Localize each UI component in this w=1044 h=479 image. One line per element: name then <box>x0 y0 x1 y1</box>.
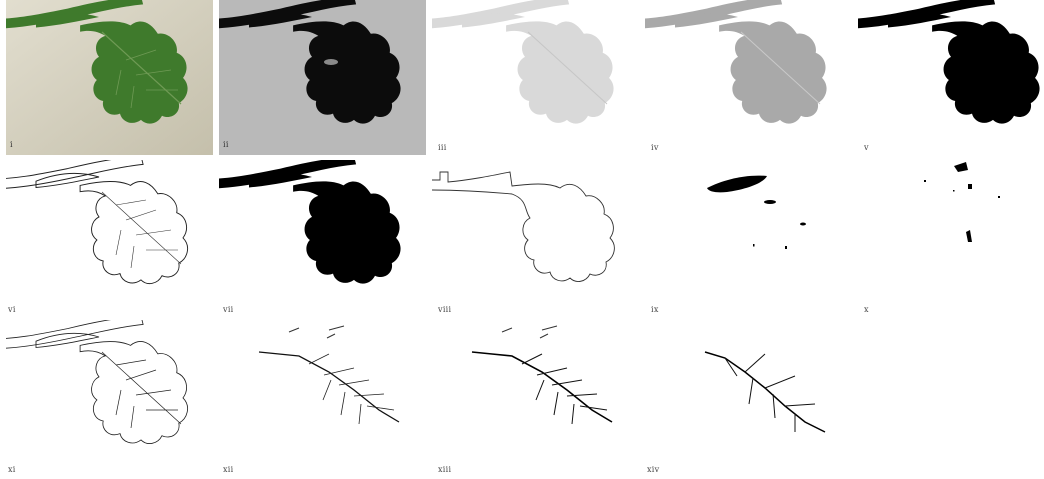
panel-vi-edges: vi <box>6 160 213 315</box>
panel-xiii-veins: xiii <box>432 320 639 475</box>
panel-iii-channel: iii <box>432 0 639 155</box>
panel-label: iv <box>651 143 659 152</box>
panel-v-binary: v <box>858 0 1044 155</box>
panel-label: ix <box>651 305 659 314</box>
skeleton-image <box>645 320 852 475</box>
panel-xii-veins: xii <box>219 320 426 475</box>
panel-label: vi <box>8 305 16 314</box>
panel-label: iii <box>438 143 447 152</box>
contour-image <box>432 160 639 315</box>
spots-image <box>858 160 1044 315</box>
panel-label: xii <box>223 465 234 474</box>
panel-i-original-photo: i <box>6 0 213 155</box>
veins-image <box>432 320 639 475</box>
edge-image <box>6 320 213 475</box>
panel-ix-spots: ix <box>645 160 852 315</box>
panel-x-spots: x <box>858 160 1044 315</box>
panel-label: viii <box>438 305 451 314</box>
panel-label: v <box>864 143 869 152</box>
panel-label: i <box>10 140 13 149</box>
panel-xi-edges-veins: xi <box>6 320 213 475</box>
filled-mask-image <box>219 160 426 315</box>
panel-ii-grayscale: ii <box>219 0 426 155</box>
veins-image <box>219 320 426 475</box>
panel-xiv-skeleton: xiv <box>645 320 852 475</box>
panel-viii-contour: viii <box>432 160 639 315</box>
panel-vii-filled: vii <box>219 160 426 315</box>
channel-image <box>645 0 852 155</box>
panel-label: xi <box>8 465 16 474</box>
grayscale-image <box>219 0 426 155</box>
panel-iv-channel: iv <box>645 0 852 155</box>
panel-label: xiii <box>438 465 451 474</box>
panel-label: ii <box>223 140 229 149</box>
panel-label: xiv <box>647 465 660 474</box>
edge-image <box>6 160 213 315</box>
binary-mask-image <box>858 0 1044 155</box>
panel-label: vii <box>223 305 234 314</box>
spots-image <box>645 160 852 315</box>
leaf-photo-image <box>6 0 213 155</box>
panel-label: x <box>864 305 869 314</box>
channel-image <box>432 0 639 155</box>
